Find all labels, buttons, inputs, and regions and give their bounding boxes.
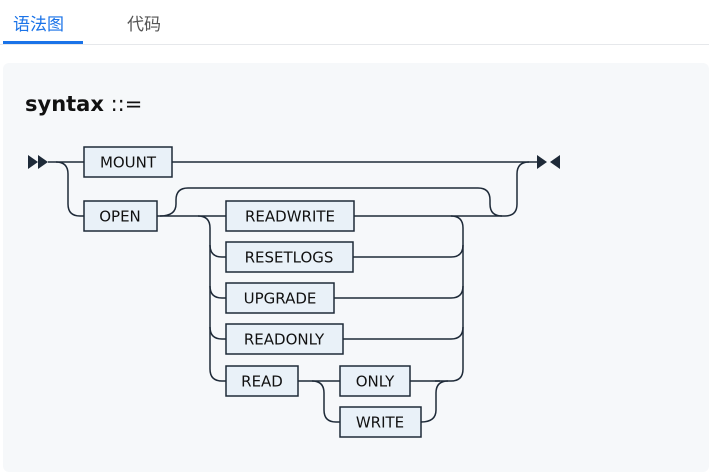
diagram-panel bbox=[3, 63, 709, 472]
keyword-upgrade-label: UPGRADE bbox=[244, 290, 317, 308]
syntax-title: syntax ::= bbox=[25, 92, 142, 116]
keyword-open: OPEN bbox=[83, 200, 158, 232]
keyword-only: ONLY bbox=[339, 365, 411, 397]
keyword-read-label: READ bbox=[241, 373, 283, 391]
syntax-name: syntax bbox=[25, 92, 104, 116]
keyword-resetlogs: RESETLOGS bbox=[225, 241, 354, 273]
start-marker-icon bbox=[28, 155, 48, 169]
keyword-only-label: ONLY bbox=[356, 373, 395, 391]
keyword-write-label: WRITE bbox=[356, 414, 404, 432]
end-marker-icon bbox=[537, 155, 560, 169]
keyword-mount: MOUNT bbox=[83, 146, 173, 178]
keyword-readwrite-label: READWRITE bbox=[245, 208, 335, 226]
keyword-read: READ bbox=[225, 365, 299, 397]
keyword-upgrade: UPGRADE bbox=[225, 282, 335, 314]
tab-syntax-diagram[interactable]: 语法图 bbox=[13, 15, 64, 35]
keyword-open-label: OPEN bbox=[99, 208, 141, 226]
tab-code[interactable]: 代码 bbox=[127, 15, 161, 35]
keyword-write: WRITE bbox=[339, 406, 422, 438]
keyword-mount-label: MOUNT bbox=[100, 154, 157, 172]
tab-bar: 语法图 代码 bbox=[0, 0, 709, 45]
keyword-readonly-label: READONLY bbox=[244, 331, 325, 349]
keyword-resetlogs-label: RESETLOGS bbox=[245, 249, 334, 267]
keyword-readonly: READONLY bbox=[225, 323, 344, 355]
diagram-tracks bbox=[48, 161, 537, 423]
active-tab-indicator bbox=[3, 41, 83, 44]
syntax-assign: ::= bbox=[110, 92, 143, 116]
keyword-readwrite: READWRITE bbox=[225, 200, 355, 232]
